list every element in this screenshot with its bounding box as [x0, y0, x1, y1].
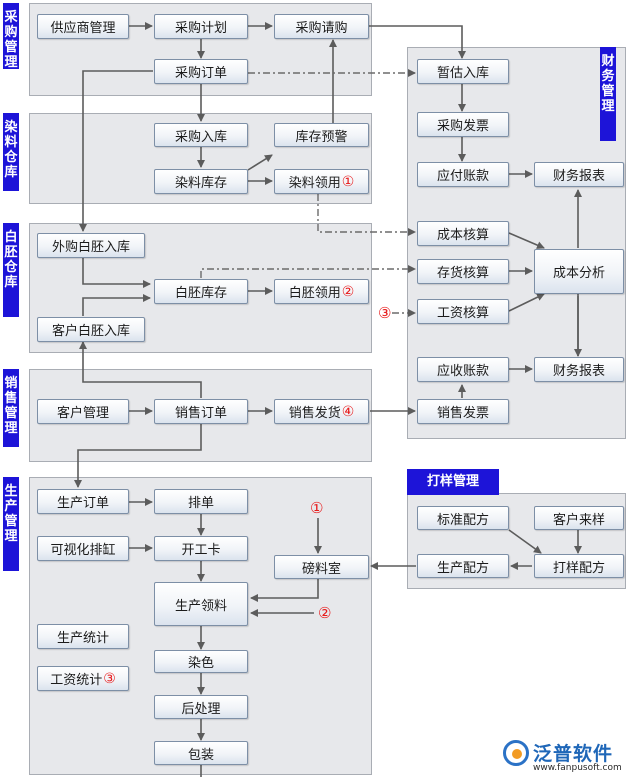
- node-cost-accounting[interactable]: 成本核算: [417, 221, 509, 246]
- node-customer-mgmt[interactable]: 客户管理: [37, 399, 129, 424]
- node-dyeing[interactable]: 染色: [154, 650, 248, 673]
- node-packing[interactable]: 包装: [154, 741, 248, 765]
- marker-3-badge: ③: [103, 670, 116, 687]
- section-label-sampling: 打样管理: [407, 469, 499, 495]
- arrow-weighing-to-material: [250, 579, 319, 602]
- marker-2-badge: ②: [341, 283, 355, 300]
- node-sales-order[interactable]: 销售订单: [154, 399, 248, 424]
- node-finance-report-1[interactable]: 财务报表: [534, 162, 624, 187]
- section-label-finance: 财务管理: [600, 47, 616, 141]
- node-customer-greige-inbound[interactable]: 客户白胚入库: [37, 317, 145, 342]
- node-cost-analysis[interactable]: 成本分析: [534, 249, 624, 294]
- node-post-process[interactable]: 后处理: [154, 695, 248, 719]
- section-label-sales: 销售管理: [3, 369, 19, 447]
- marker-4-badge: ④: [341, 403, 355, 420]
- arrow-external-to-greige-stock: [82, 258, 151, 288]
- node-visual-vat[interactable]: 可视化排缸: [37, 536, 129, 561]
- logo-url: www.fanpusoft.com: [533, 763, 622, 773]
- node-dye-stock[interactable]: 染料库存: [154, 169, 248, 194]
- logo-icon: [503, 740, 529, 766]
- section-label-production: 生产管理: [3, 477, 19, 571]
- arrow-cost-to-analysis: [508, 232, 545, 249]
- arrow-wage-to-analysis: [508, 293, 545, 312]
- node-greige-stock[interactable]: 白胚库存: [154, 279, 248, 304]
- arrow-sales-order-to-customer-greige: [79, 341, 202, 398]
- node-scheduling[interactable]: 排单: [154, 489, 248, 514]
- node-purchase-order[interactable]: 采购订单: [154, 59, 248, 84]
- node-standard-formula[interactable]: 标准配方: [417, 506, 509, 530]
- node-supplier-mgmt[interactable]: 供应商管理: [37, 14, 129, 39]
- marker-1-badge: ①: [341, 173, 355, 190]
- node-sample-formula[interactable]: 打样配方: [534, 554, 624, 578]
- node-purchase-invoice[interactable]: 采购发票: [417, 112, 509, 137]
- node-wage-accounting[interactable]: 工资核算: [417, 299, 509, 324]
- node-provisional-inbound[interactable]: 暂估入库: [417, 59, 509, 84]
- section-label-greige-warehouse: 白胚仓库: [3, 223, 19, 317]
- arrow-request-to-provisional: [369, 25, 466, 59]
- section-label-dye-warehouse: 染料仓库: [3, 113, 19, 191]
- node-external-greige-inbound[interactable]: 外购白胚入库: [37, 233, 145, 258]
- marker-3-free: ③: [378, 304, 392, 322]
- marker-2-free: ②: [318, 604, 332, 622]
- arrow-standard-to-sample: [508, 529, 542, 554]
- node-purchase-request[interactable]: 采购请购: [274, 14, 369, 39]
- node-work-card[interactable]: 开工卡: [154, 536, 248, 561]
- node-finance-report-2[interactable]: 财务报表: [534, 357, 624, 382]
- node-purchase-plan[interactable]: 采购计划: [154, 14, 248, 39]
- node-sales-invoice[interactable]: 销售发票: [417, 399, 509, 424]
- node-customer-sample[interactable]: 客户来样: [534, 506, 624, 530]
- node-stock-alert[interactable]: 库存预警: [274, 123, 369, 147]
- node-purchase-inbound[interactable]: 采购入库: [154, 123, 248, 147]
- dashed-greige-stock-to-inventory: [200, 265, 416, 278]
- dashed-dye-issue-to-cost: [317, 194, 416, 236]
- node-prod-formula[interactable]: 生产配方: [417, 554, 509, 578]
- node-accounts-receivable[interactable]: 应收账款: [417, 357, 509, 382]
- node-accounts-payable[interactable]: 应付账款: [417, 162, 509, 187]
- marker-1-free: ①: [310, 499, 324, 517]
- section-label-procurement: 采购管理: [3, 3, 19, 70]
- node-weighing-room[interactable]: 磅料室: [274, 555, 369, 579]
- node-prod-material[interactable]: 生产领料: [154, 582, 248, 626]
- arrow-dye-stock-to-alert: [247, 154, 273, 171]
- arrow-order-to-external-greige: [79, 70, 153, 232]
- logo-name: 泛普软件: [533, 743, 614, 765]
- node-prod-stats[interactable]: 生产统计: [37, 624, 129, 649]
- arrow-customer-greige-to-stock: [82, 294, 151, 316]
- brand-logo: 泛普软件 www.fanpusoft.com: [503, 738, 627, 776]
- arrow-sales-order-to-prod-order: [74, 424, 202, 488]
- node-prod-order[interactable]: 生产订单: [37, 489, 129, 514]
- node-inventory-accounting[interactable]: 存货核算: [417, 259, 509, 284]
